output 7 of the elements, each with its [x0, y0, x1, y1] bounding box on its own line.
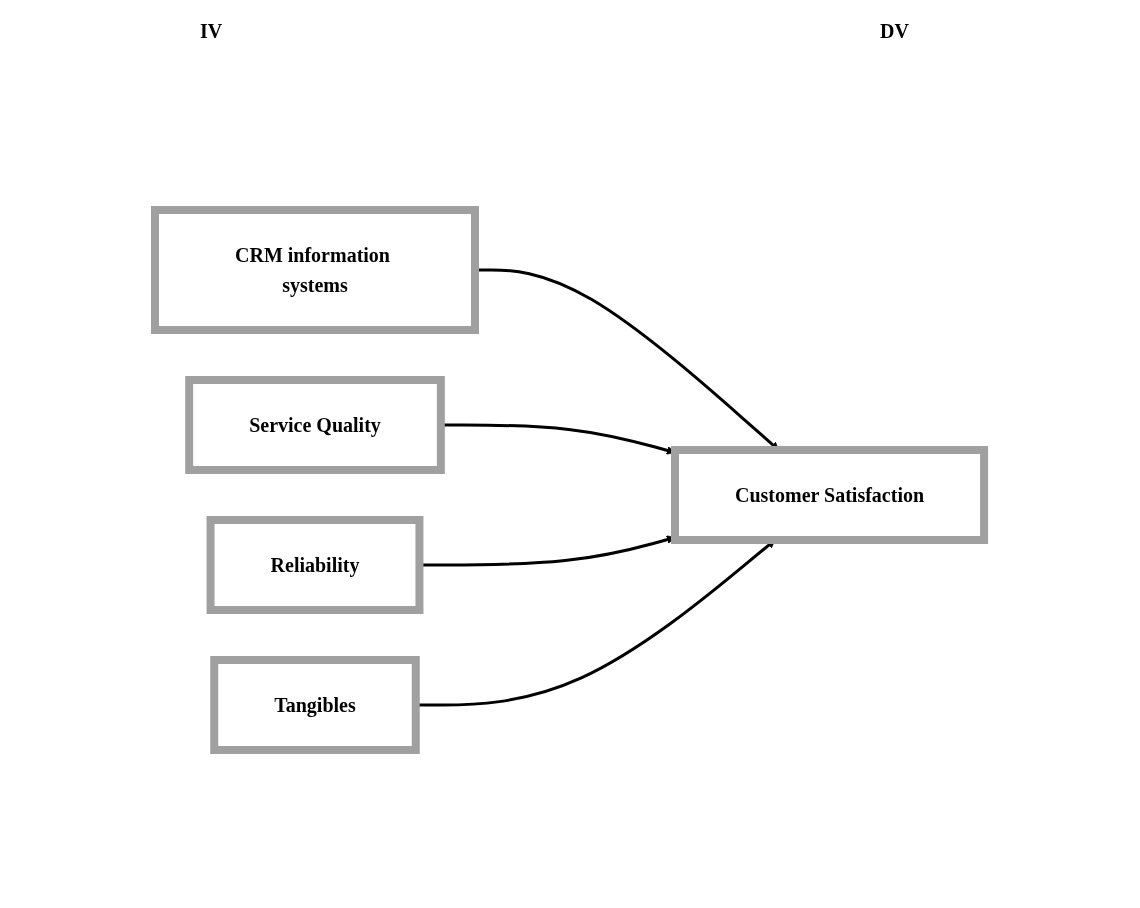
node-box: Tangibles — [210, 656, 421, 754]
node-box: CRM information systems — [151, 206, 480, 334]
column-heading: DV — [880, 20, 909, 43]
node-box: Service Quality — [185, 376, 446, 474]
node-box: Customer Satisfaction — [671, 446, 989, 544]
node-box: Reliability — [207, 516, 424, 614]
column-heading: IV — [200, 20, 223, 43]
